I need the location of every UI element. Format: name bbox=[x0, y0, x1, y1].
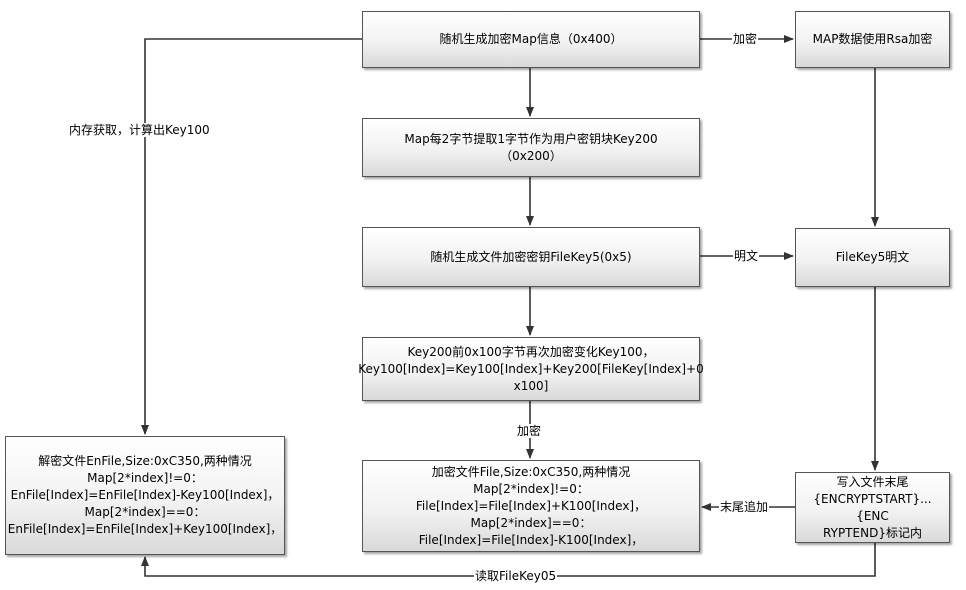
box-encrypt-file-line-1: 加密文件File,Size:0xC350,两种情况 bbox=[431, 464, 631, 479]
box-encrypt-file: 加密文件File,Size:0xC350,两种情况 Map[2*index]!=… bbox=[362, 460, 700, 552]
box-decrypt-file: 解密文件EnFile,Size:0xC350,两种情况 Map[2*index]… bbox=[5, 436, 285, 555]
box-write-tail-line-3: RYPTEND}标记内 bbox=[823, 525, 922, 540]
box-generate-filekey: 随机生成文件加密密钥FileKey5(0x5) bbox=[362, 227, 700, 287]
box-write-tail-line-2: {ENCRYPTSTART}...{ENC bbox=[813, 491, 932, 523]
box-key200-line-1: Map每2字节提取1字节作为用户密钥块Key200 bbox=[404, 131, 658, 146]
box-write-tail-line-1: 写入文件末尾 bbox=[836, 474, 909, 489]
edge-gen-map-to-decrypt bbox=[141, 38, 362, 435]
box-key100-line-1: Key200前0x100字节再次加密变化Key100， bbox=[407, 344, 655, 359]
label-encrypt-rsa: 加密 bbox=[732, 32, 759, 46]
label-plaintext: 明文 bbox=[733, 249, 760, 263]
box-generate-filekey-text: 随机生成文件加密密钥FileKey5(0x5) bbox=[430, 249, 632, 264]
label-encrypt-down: 加密 bbox=[516, 424, 543, 438]
box-encrypt-file-line-3: File[Index]=File[Index]+K100[Index]， bbox=[415, 498, 647, 513]
box-decrypt-file-line-2: Map[2*index]!=0： bbox=[87, 471, 203, 485]
box-encrypt-file-line-2: Map[2*index]!=0： bbox=[473, 481, 589, 496]
box-write-tail: 写入文件末尾 {ENCRYPTSTART}...{ENC RYPTEND}标记内 bbox=[795, 472, 950, 543]
box-generate-map-text: 随机生成加密Map信息（0x400） bbox=[439, 32, 623, 46]
box-map-rsa: MAP数据使用Rsa加密 bbox=[795, 11, 950, 68]
box-decrypt-file-line-5: EnFile[Index]=EnFile[Index]+Key100[Index… bbox=[7, 522, 283, 536]
box-key100-line-2: Key100[Index]=Key100[Index]+Key200[FileK… bbox=[358, 361, 704, 376]
box-filekey-plain: FileKey5明文 bbox=[795, 228, 950, 287]
box-decrypt-file-line-1: 解密文件EnFile,Size:0xC350,两种情况 bbox=[38, 454, 252, 468]
box-key200-line-2: （0x200） bbox=[500, 148, 562, 163]
label-memory-key100: 内存获取，计算出Key100 bbox=[68, 123, 211, 137]
box-decrypt-file-line-4: Map[2*index]==0： bbox=[84, 505, 206, 519]
box-map-rsa-text: MAP数据使用Rsa加密 bbox=[812, 32, 933, 46]
label-append-tail: 末尾追加 bbox=[719, 500, 770, 514]
box-filekey-plain-text: FileKey5明文 bbox=[835, 250, 910, 264]
box-generate-map: 随机生成加密Map信息（0x400） bbox=[362, 11, 700, 68]
box-key100-line-3: x100] bbox=[513, 378, 549, 393]
box-key200: Map每2字节提取1字节作为用户密钥块Key200 （0x200） bbox=[362, 118, 700, 177]
label-read-filekey: 读取FileKey05 bbox=[474, 569, 558, 583]
box-encrypt-file-line-5: File[Index]=File[Index]-K100[Index]， bbox=[418, 532, 644, 547]
box-encrypt-file-line-4: Map[2*index]==0： bbox=[470, 515, 592, 530]
box-key100: Key200前0x100字节再次加密变化Key100， Key100[Index… bbox=[358, 337, 704, 401]
box-decrypt-file-line-3: EnFile[Index]=EnFile[Index]-Key100[Index… bbox=[10, 488, 280, 502]
